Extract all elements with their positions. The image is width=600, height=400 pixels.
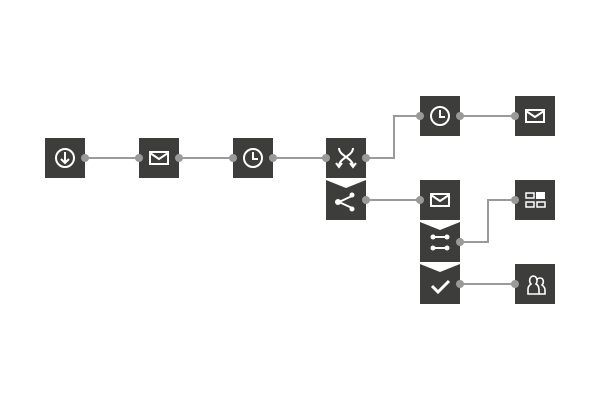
output-port[interactable] (269, 154, 277, 162)
mail-icon (430, 193, 450, 207)
connect-icon (430, 234, 450, 251)
node-branch[interactable] (326, 180, 370, 220)
output-port[interactable] (456, 112, 464, 120)
connectors (85, 115, 515, 285)
node-split[interactable] (322, 138, 370, 178)
input-port[interactable] (229, 154, 237, 162)
edge-n9-n11 (460, 199, 515, 243)
output-port[interactable] (362, 196, 370, 204)
dashboard-icon (525, 192, 546, 208)
node-download[interactable] (45, 138, 89, 178)
users-icon (527, 275, 546, 295)
check-icon (430, 279, 451, 295)
share-branch-icon (335, 192, 355, 212)
output-port[interactable] (81, 154, 89, 162)
input-port[interactable] (322, 154, 330, 162)
clock-icon (430, 106, 450, 126)
node-delay[interactable] (229, 138, 277, 178)
input-port[interactable] (511, 112, 519, 120)
input-port[interactable] (511, 280, 519, 288)
output-port[interactable] (362, 154, 370, 162)
input-port[interactable] (416, 196, 424, 204)
mail-icon (149, 151, 169, 165)
output-port[interactable] (456, 238, 464, 246)
output-port[interactable] (175, 154, 183, 162)
node-delay-2[interactable] (416, 96, 464, 136)
output-port[interactable] (456, 280, 464, 288)
input-port[interactable] (135, 154, 143, 162)
edge-n4-n6 (366, 115, 420, 159)
node-mail[interactable] (135, 138, 183, 178)
input-port[interactable] (416, 112, 424, 120)
node-dashboard[interactable] (511, 180, 555, 220)
node-users[interactable] (511, 264, 555, 304)
node-mail-3[interactable] (416, 180, 460, 220)
node-check[interactable] (420, 264, 464, 304)
mail-icon (525, 109, 545, 123)
node-connect[interactable] (420, 222, 464, 262)
download-icon (55, 148, 75, 168)
node-mail-2[interactable] (511, 96, 555, 136)
input-port[interactable] (511, 196, 519, 204)
split-merge-icon (335, 147, 357, 169)
clock-icon (243, 148, 263, 168)
